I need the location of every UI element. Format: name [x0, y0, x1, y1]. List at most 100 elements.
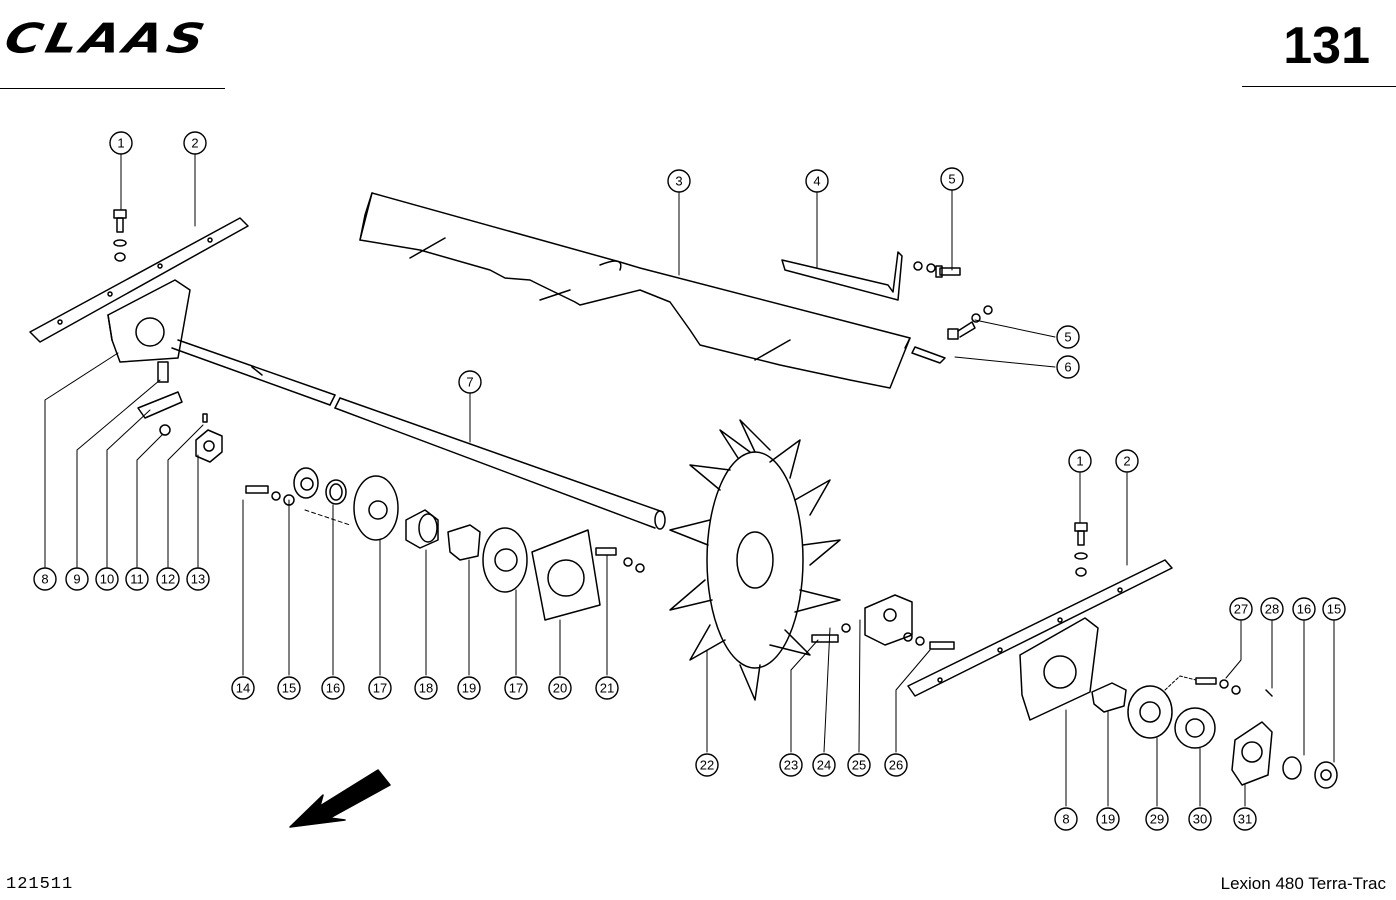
flange-plate-part: [1231, 721, 1273, 786]
svg-text:5: 5: [1064, 330, 1071, 345]
page-number: 131: [1283, 17, 1370, 75]
svg-text:6: 6: [1064, 360, 1071, 375]
svg-text:25: 25: [852, 758, 866, 773]
callout-24: 24: [812, 753, 836, 777]
bearing-housing-part: [107, 279, 191, 363]
seal-ring-part: [325, 479, 347, 505]
document-id: 121511: [6, 875, 74, 894]
hardware-part: [1265, 689, 1273, 697]
svg-text:18: 18: [419, 681, 433, 696]
callout-10: 10: [95, 567, 119, 591]
hardware-part: [137, 361, 223, 463]
clamp-block-part: [864, 594, 913, 646]
callout-17: 17: [504, 676, 528, 700]
callout-1: 1: [109, 131, 133, 155]
bolt-part: [913, 261, 961, 278]
header-rule-right: [1242, 86, 1396, 87]
callout-31: 31: [1233, 807, 1257, 831]
svg-text:8: 8: [41, 572, 48, 587]
callout-2: 2: [1115, 449, 1139, 473]
callout-19: 19: [1096, 807, 1120, 831]
callout-21: 21: [595, 676, 619, 700]
svg-text:2: 2: [1123, 454, 1130, 469]
callout-18: 18: [414, 676, 438, 700]
fan-impeller-part: [669, 419, 841, 701]
bolt-part: [245, 485, 295, 506]
callout-16: 16: [321, 676, 345, 700]
bolt-part: [113, 209, 127, 262]
strip-part: [29, 217, 249, 343]
callout-2: 2: [183, 131, 207, 155]
svg-text:16: 16: [1297, 602, 1311, 617]
bearing-part: [293, 467, 319, 499]
svg-text:9: 9: [73, 572, 80, 587]
callout-27: 27: [1229, 597, 1253, 621]
callout-4: 4: [805, 169, 829, 193]
svg-text:17: 17: [373, 681, 387, 696]
svg-text:1: 1: [1076, 454, 1083, 469]
svg-text:5: 5: [948, 172, 955, 187]
svg-text:8: 8: [1062, 812, 1069, 827]
sleeve-part: [1091, 682, 1127, 713]
callout-17: 17: [368, 676, 392, 700]
svg-text:19: 19: [1101, 812, 1115, 827]
callout-6: 6: [1056, 355, 1080, 379]
svg-text:16: 16: [326, 681, 340, 696]
svg-text:30: 30: [1193, 812, 1207, 827]
callout-23: 23: [779, 753, 803, 777]
callout-20: 20: [548, 676, 572, 700]
bearing-part: [1174, 707, 1216, 749]
bracket-part: [781, 251, 903, 301]
callout-8: 8: [1054, 807, 1078, 831]
page-header: CLAAS 131: [0, 0, 1396, 100]
callout-9: 9: [65, 567, 89, 591]
svg-text:20: 20: [553, 681, 567, 696]
bolt-part: [903, 632, 955, 650]
svg-text:29: 29: [1150, 812, 1164, 827]
callout-12: 12: [156, 567, 180, 591]
svg-text:22: 22: [700, 758, 714, 773]
strip-part: [907, 559, 1173, 697]
svg-text:10: 10: [100, 572, 114, 587]
svg-text:15: 15: [282, 681, 296, 696]
svg-text:17: 17: [509, 681, 523, 696]
flange-plate-part: [353, 475, 399, 541]
bolt-part: [1074, 522, 1088, 577]
bearing-part: [405, 509, 439, 549]
callout-11: 11: [125, 567, 149, 591]
svg-text:4: 4: [813, 174, 820, 189]
sleeve-part: [447, 524, 481, 561]
svg-text:3: 3: [675, 174, 682, 189]
svg-text:15: 15: [1327, 602, 1341, 617]
callout-5: 5: [940, 167, 964, 191]
svg-text:13: 13: [191, 572, 205, 587]
svg-text:24: 24: [817, 758, 831, 773]
svg-text:27: 27: [1234, 602, 1248, 617]
cover-plate-part: [359, 192, 911, 389]
direction-arrow-icon: [289, 769, 391, 828]
svg-text:14: 14: [236, 681, 250, 696]
seal-ring-part: [1282, 756, 1302, 780]
callout-15: 15: [1322, 597, 1346, 621]
bolt-part: [1195, 677, 1241, 695]
svg-text:19: 19: [462, 681, 476, 696]
svg-text:23: 23: [784, 758, 798, 773]
callout-15: 15: [277, 676, 301, 700]
bearing-part: [1314, 761, 1338, 789]
callout-22: 22: [695, 753, 719, 777]
svg-text:2: 2: [191, 136, 198, 151]
callout-13: 13: [186, 567, 210, 591]
callout-29: 29: [1145, 807, 1169, 831]
callout-14: 14: [231, 676, 255, 700]
callout-7: 7: [458, 370, 482, 394]
svg-text:1: 1: [117, 136, 124, 151]
svg-text:28: 28: [1265, 602, 1279, 617]
shaft-part: [171, 339, 666, 530]
bolt-part: [911, 305, 993, 364]
header-rule-left: [0, 88, 225, 89]
callout-16: 16: [1292, 597, 1316, 621]
model-name: Lexion 480 Terra-Trac: [1220, 874, 1386, 893]
flange-plate-part: [482, 527, 528, 593]
svg-text:12: 12: [161, 572, 175, 587]
